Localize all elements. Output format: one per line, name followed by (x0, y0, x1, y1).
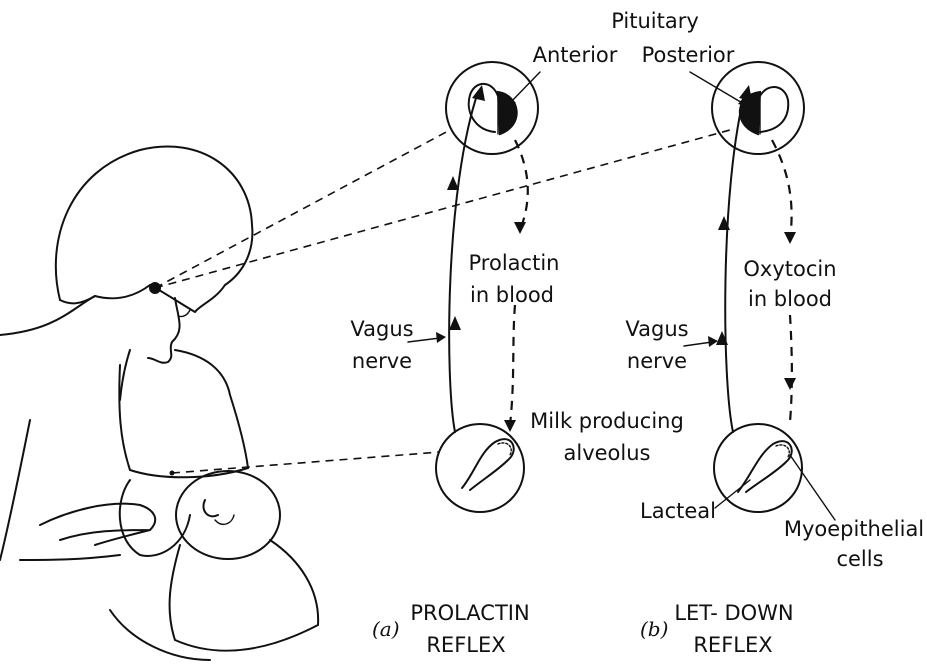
mother-arm (119, 350, 248, 470)
label-panel-a-letter: (a) (372, 617, 400, 641)
label-panel-a-2: REFLEX (426, 633, 505, 657)
label-oxytocin-2: in blood (748, 287, 832, 311)
label-prolactin-2: in blood (470, 283, 554, 307)
label-myoepithelial-2: cells (836, 547, 883, 571)
label-panel-a-1: PROLACTIN (410, 601, 529, 625)
mother-face (148, 298, 180, 363)
label-anterior: Anterior (533, 43, 618, 67)
label-posterior: Posterior (642, 43, 735, 67)
label-vagus-a-1: Vagus (350, 317, 413, 341)
label-lacteal: Lacteal (640, 499, 716, 523)
label-panel-b-2: REFLEX (693, 633, 772, 657)
mother-infant-illustration (0, 147, 318, 660)
label-myoepithelial-1: Myoepithelial (784, 517, 924, 541)
label-milk-2: alveolus (564, 441, 651, 465)
label-pituitary: Pituitary (611, 9, 699, 33)
alveolus-a-circle (436, 424, 524, 512)
label-milk-1: Milk producing (530, 409, 684, 433)
label-oxytocin-1: Oxytocin (743, 257, 836, 281)
label-panel-b-1: LET- DOWN (674, 601, 793, 625)
label-vagus-a-2: nerve (352, 349, 412, 373)
label-vagus-b-2: nerve (627, 349, 687, 373)
infant-head (176, 471, 280, 559)
label-vagus-b-1: Vagus (625, 317, 688, 341)
pituitary-a-circle (446, 62, 538, 154)
label-prolactin-1: Prolactin (469, 251, 560, 275)
label-panel-b-letter: (b) (640, 617, 668, 641)
